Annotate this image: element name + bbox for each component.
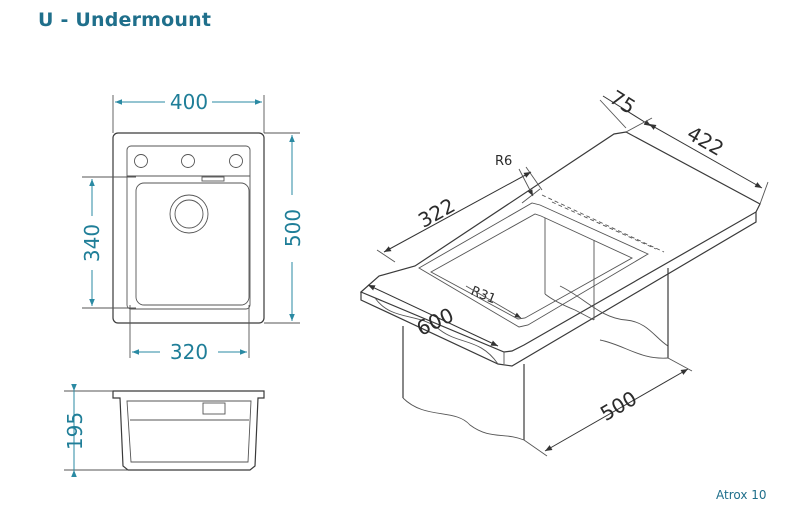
bowl-outline [135, 182, 250, 306]
tap-hole-right [229, 154, 243, 168]
tap-hole-left [134, 154, 148, 168]
dim-322-label: 322 [414, 193, 459, 233]
drain-inner-icon [174, 199, 204, 229]
dim-width-label: 400 [170, 90, 208, 114]
radius-r6-label: R6 [495, 154, 512, 169]
drain-outer-icon [169, 194, 209, 234]
cabinet-cut-back [599, 339, 669, 359]
dim-75-label: 75 [606, 85, 640, 119]
cabinet-cut-front [402, 397, 525, 441]
deck-boundary [521, 188, 541, 204]
section-inner [126, 400, 252, 463]
dim-line-75 [602, 95, 652, 127]
isometric-view: 600 322 R6 R31 75 422 500 [359, 85, 769, 457]
page-title: U - Undermount [38, 9, 212, 31]
dim-line-322 [383, 171, 532, 253]
sink-outline [112, 132, 265, 324]
deck-dashed-line [551, 201, 657, 250]
deck-dashed-line [541, 194, 665, 253]
overflow-outlet [202, 402, 226, 415]
dim-line-500 [544, 368, 689, 452]
ext-line [759, 181, 769, 205]
bowl-cutout [418, 202, 649, 328]
dim-bowl-height-label: 340 [80, 224, 104, 262]
dim-bowl-width-label: 320 [170, 340, 208, 364]
top-view: 400 500 340 320 [80, 90, 305, 364]
overflow-slot [201, 176, 225, 182]
tap-hole-middle [181, 154, 195, 168]
section-outline [112, 390, 265, 471]
ext-line [525, 166, 543, 191]
dim-depth-label: 195 [63, 412, 87, 450]
ext-line [523, 439, 548, 457]
ext-line [667, 357, 693, 372]
worktop-edge [360, 212, 757, 367]
dim-line-422 [648, 123, 763, 189]
dim-height-label: 500 [281, 209, 305, 247]
bowl-bottom [544, 293, 595, 321]
sink-inner-rim [126, 145, 251, 310]
dim-422-label: 422 [683, 121, 728, 161]
dim-line-600 [367, 284, 499, 347]
ext-line [599, 99, 627, 129]
section-view: 195 [63, 384, 265, 477]
bowl-inner [430, 213, 633, 320]
ext-line [625, 117, 653, 133]
model-name: Atrox 10 [716, 488, 767, 502]
dim-500-label: 500 [596, 386, 641, 426]
ext-line [376, 249, 396, 263]
radius-r31-leader [465, 285, 522, 319]
radius-r6-leader [518, 168, 534, 197]
cut-edge-back [559, 285, 669, 347]
